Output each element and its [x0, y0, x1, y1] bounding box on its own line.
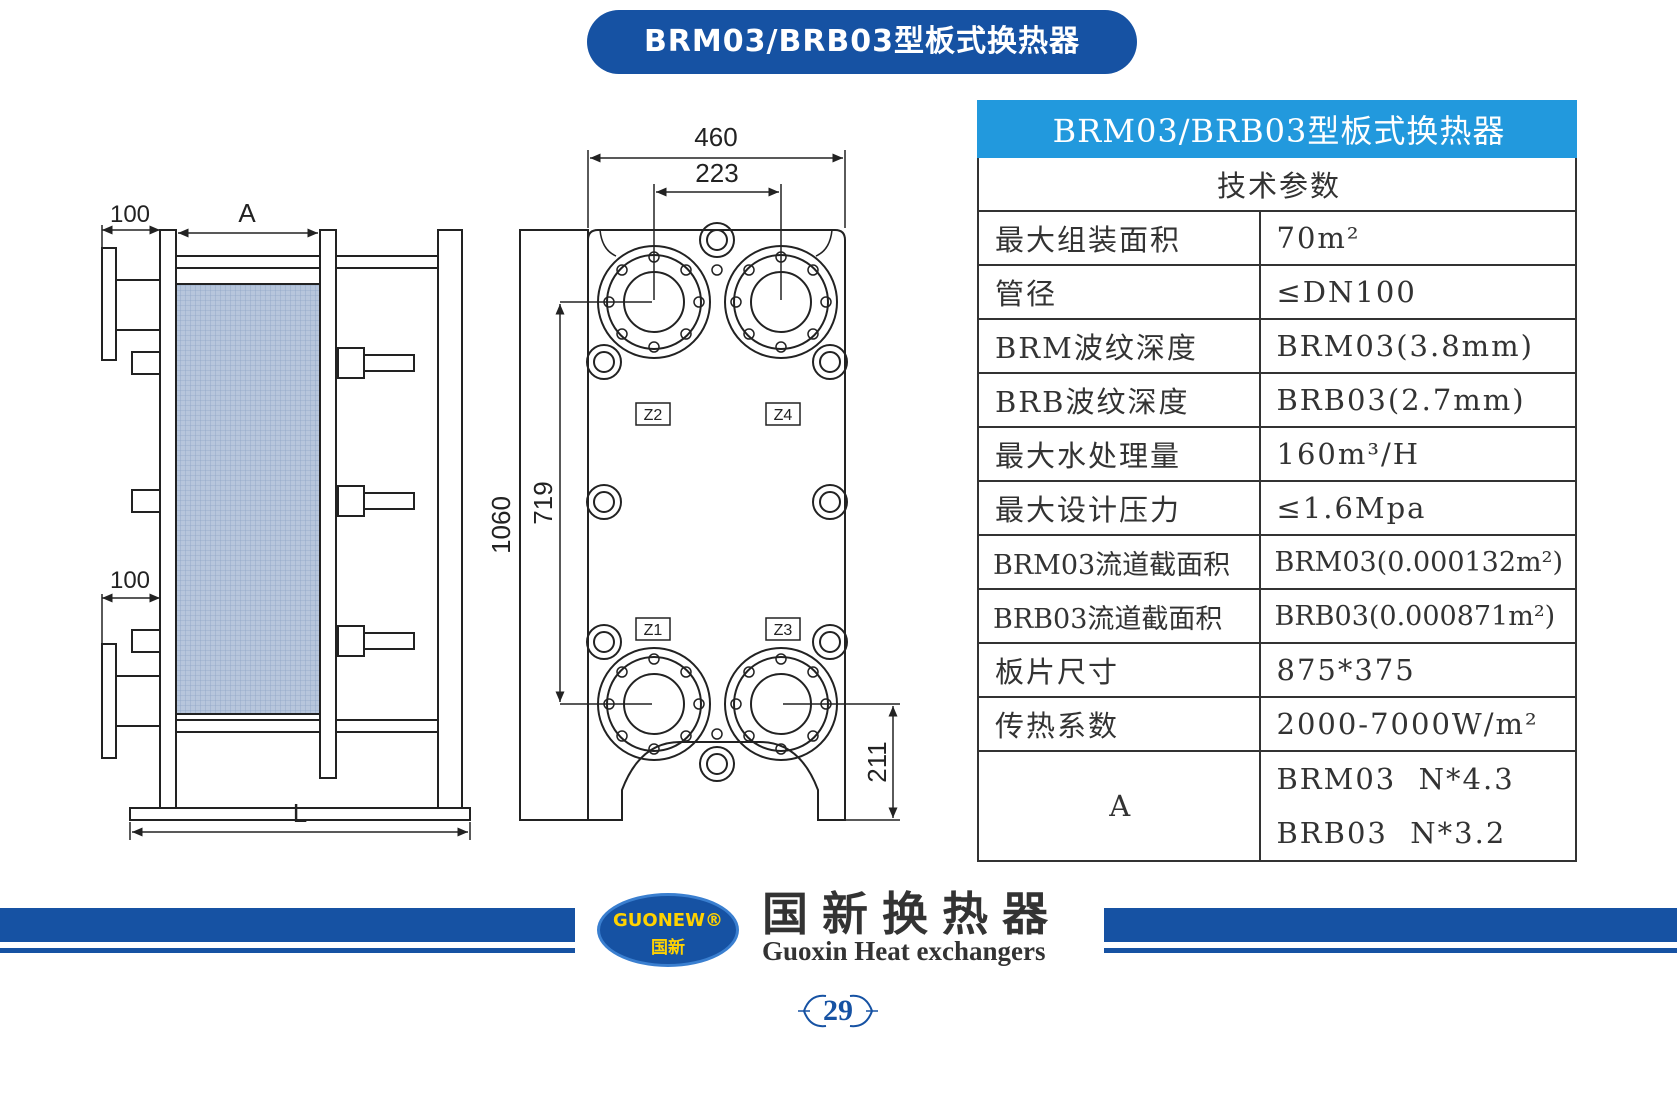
logo-text-cn: 国新: [651, 938, 685, 958]
table-row: 板片尺寸 875*375: [977, 642, 1577, 698]
bottom-nozzle-flange: [101, 643, 117, 759]
row-label: 最大组装面积: [977, 210, 1261, 266]
row-value: 2000-7000W/m²: [1258, 696, 1577, 752]
dim-bottom-port-label: 211: [862, 741, 892, 782]
row-label: 板片尺寸: [977, 642, 1261, 698]
dim-port-spacing-label: 719: [528, 481, 558, 524]
dim-width-outer-label: 460: [694, 122, 737, 152]
row-label: BRM03流道截面积: [977, 534, 1261, 590]
dim-bottom-left-label: 100: [110, 567, 150, 594]
fixed-frame-plate: [159, 229, 177, 809]
spec-table-title: BRM03/BRB03型板式换热器: [977, 100, 1577, 158]
footer-stripe-left-thick: [0, 908, 575, 942]
dim-l-label: L: [293, 798, 307, 828]
rear-frame: [519, 229, 589, 821]
guide-bar: [175, 719, 439, 733]
carrying-bar: [175, 255, 439, 269]
page-title-banner: BRM03/BRB03型板式换热器: [587, 10, 1137, 74]
frame-tie-bolts: [586, 222, 848, 782]
table-row: BRM03流道截面积 BRM03(0.000132m²): [977, 534, 1577, 590]
row-value-a-line-2: BRB03 N*3.2: [1276, 816, 1507, 850]
tie-bolt-top: [131, 347, 415, 379]
page-number-ornament-icon: [798, 994, 878, 1028]
front-view-drawing: [519, 150, 900, 821]
guonew-logo: GUONEW® 国新: [597, 893, 739, 967]
table-row: BRM波纹深度 BRM03(3.8mm): [977, 318, 1577, 374]
row-value: 875*375: [1258, 642, 1577, 698]
tie-bolt-middle: [131, 485, 415, 517]
table-row: 最大组装面积 70m²: [977, 210, 1577, 266]
table-row: BRB03流道截面积 BRB03(0.000871m²): [977, 588, 1577, 644]
row-label: 最大水处理量: [977, 426, 1261, 482]
front-dimension-lines: [519, 150, 900, 821]
logo-text-en: GUONEW®: [613, 910, 723, 931]
row-value-a: BRM03 N*4.3 BRB03 N*3.2: [1258, 750, 1577, 862]
port-label-z1: Z1: [644, 622, 663, 639]
support-column: [437, 229, 463, 809]
page-number: 29: [823, 994, 853, 1027]
row-label: 传热系数: [977, 696, 1261, 752]
spec-table: BRM03/BRB03型板式换热器 技术参数 最大组装面积 70m² 管径 ≤D…: [977, 100, 1577, 862]
row-label-a: A: [977, 750, 1261, 862]
brand-name-cn: 国新换热器: [762, 887, 1062, 941]
table-row: BRB波纹深度 BRB03(2.7mm): [977, 372, 1577, 428]
bottom-nozzle-pipe: [115, 675, 161, 727]
row-label: BRB03流道截面积: [977, 588, 1261, 644]
spec-table-subtitle-row: 技术参数: [977, 156, 1577, 212]
row-value: ≤1.6Mpa: [1258, 480, 1577, 536]
port-label-z2: Z2: [644, 407, 663, 424]
port-label-z4: Z4: [774, 407, 793, 424]
row-label: 最大设计压力: [977, 480, 1261, 536]
dim-top-left-label: 100: [110, 201, 150, 228]
dim-a-label: A: [238, 198, 256, 228]
row-value: BRM03(0.000132m²): [1258, 534, 1577, 590]
frame-plate-outline: [587, 229, 846, 821]
footer-stripe-right-thick: [1104, 908, 1677, 942]
row-value: BRB03(2.7mm): [1258, 372, 1577, 428]
side-view-drawing: [101, 225, 471, 840]
top-nozzle-flange: [101, 247, 117, 361]
row-label: BRM波纹深度: [977, 318, 1261, 374]
base-foot: [129, 807, 471, 821]
row-label: 管径: [977, 264, 1261, 320]
row-value: ≤DN100: [1258, 264, 1577, 320]
table-row: 最大水处理量 160m³/H: [977, 426, 1577, 482]
port-label-z3: Z3: [774, 622, 793, 639]
table-row: 最大设计压力 ≤1.6Mpa: [977, 480, 1577, 536]
row-value: 160m³/H: [1258, 426, 1577, 482]
flange-bolt-holes: [603, 251, 832, 755]
table-row: 管径 ≤DN100: [977, 264, 1577, 320]
row-value: BRM03(3.8mm): [1258, 318, 1577, 374]
plate-pack: [175, 283, 321, 715]
brand-name-en: Guoxin Heat exchangers: [762, 936, 1046, 966]
table-row-a: A BRM03 N*4.3 BRB03 N*3.2: [977, 750, 1577, 862]
row-value: 70m²: [1258, 210, 1577, 266]
side-dimension-lines: [101, 225, 471, 840]
spec-table-title-row: BRM03/BRB03型板式换热器: [977, 100, 1577, 158]
tie-bolt-bottom: [131, 625, 415, 657]
row-label: BRB波纹深度: [977, 372, 1261, 428]
spec-table-subtitle: 技术参数: [977, 156, 1577, 212]
page-title: BRM03/BRB03型板式换热器: [643, 24, 1081, 59]
top-nozzle-pipe: [115, 279, 161, 331]
port-label-boxes: [635, 402, 801, 641]
footer-stripe-left-thin: [0, 948, 575, 953]
footer-stripe-right-thin: [1104, 948, 1677, 953]
pressure-plate: [319, 229, 337, 779]
row-value: BRB03(0.000871m²): [1258, 588, 1577, 644]
dim-width-inner-label: 223: [695, 158, 738, 188]
dim-height-total-label: 1060: [486, 496, 516, 554]
row-value-a-line-1: BRM03 N*4.3: [1276, 762, 1515, 796]
table-row: 传热系数 2000-7000W/m²: [977, 696, 1577, 752]
